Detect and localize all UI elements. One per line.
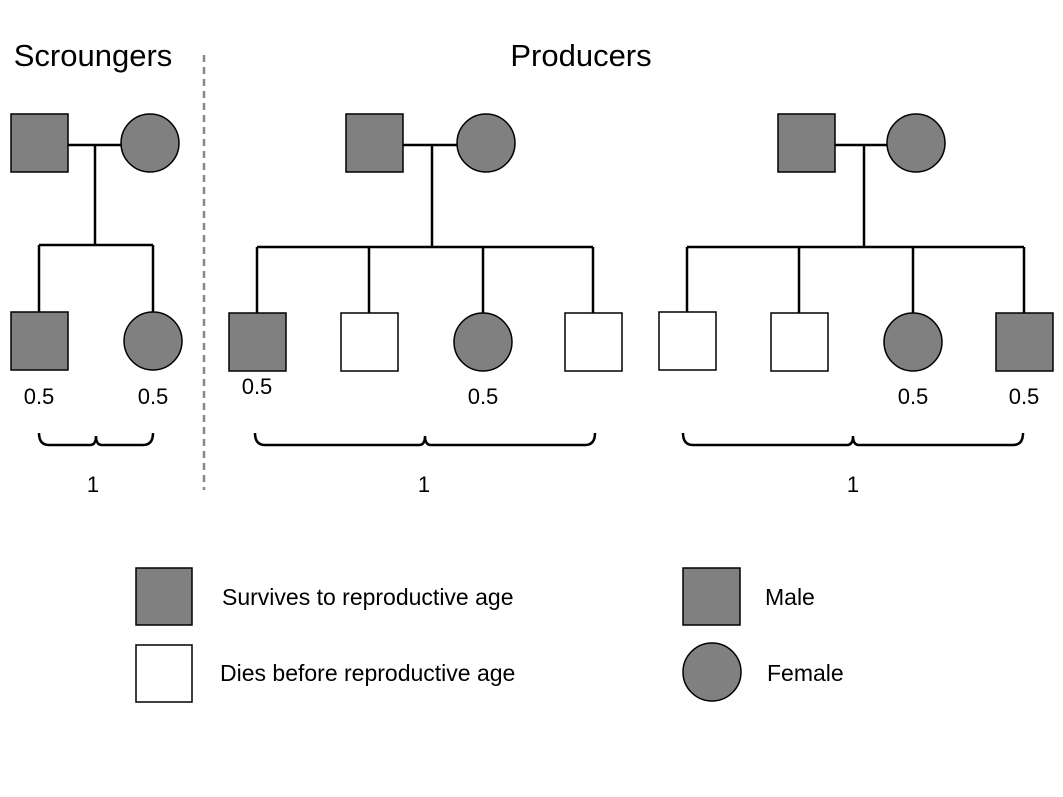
son-square xyxy=(340,312,399,372)
producers-header: Producers xyxy=(510,38,651,73)
son-square xyxy=(995,312,1054,372)
total-fitness-label: 1 xyxy=(87,472,99,497)
survival-probability-label: 0.5 xyxy=(898,384,929,409)
family-2: 0.5 0.5 1 xyxy=(228,113,623,497)
legend-dies-swatch xyxy=(135,644,193,703)
father-square xyxy=(777,113,836,173)
son-square xyxy=(10,311,69,371)
daughter-circle xyxy=(123,311,183,371)
sum-bracket xyxy=(681,432,1025,447)
survival-probability-label: 0.5 xyxy=(468,384,499,409)
son-square xyxy=(658,311,717,371)
total-fitness-label: 1 xyxy=(847,472,859,497)
son-square xyxy=(228,312,287,372)
son-square xyxy=(770,312,829,372)
legend-survives-swatch xyxy=(135,567,193,626)
father-square xyxy=(10,113,69,173)
survival-probability-label: 0.5 xyxy=(1009,384,1040,409)
family-1: 0.5 0.5 1 xyxy=(10,113,183,497)
legend: Survives to reproductive age Dies before… xyxy=(135,567,844,703)
sum-bracket xyxy=(37,432,155,447)
survival-probability-label: 0.5 xyxy=(24,384,55,409)
survival-probability-label: 0.5 xyxy=(242,374,273,399)
legend-female-label: Female xyxy=(767,660,844,686)
daughter-circle xyxy=(453,312,513,372)
legend-survives-label: Survives to reproductive age xyxy=(222,584,514,610)
families-group: 0.5 0.5 1 0.5 0.5 1 0.5 0.5 1 xyxy=(10,113,1054,497)
sum-bracket xyxy=(253,432,597,447)
survival-probability-label: 0.5 xyxy=(138,384,169,409)
mother-circle xyxy=(886,113,946,173)
daughter-circle xyxy=(883,312,943,372)
legend-female-swatch xyxy=(682,642,742,702)
legend-male-swatch xyxy=(682,567,741,626)
family-3: 0.5 0.5 1 xyxy=(658,113,1054,497)
legend-male-label: Male xyxy=(765,584,815,610)
mother-circle xyxy=(456,113,516,173)
total-fitness-label: 1 xyxy=(418,472,430,497)
son-square xyxy=(564,312,623,372)
scroungers-header: Scroungers xyxy=(14,38,173,73)
father-square xyxy=(345,113,404,173)
legend-dies-label: Dies before reproductive age xyxy=(220,660,515,686)
mother-circle xyxy=(120,113,180,173)
